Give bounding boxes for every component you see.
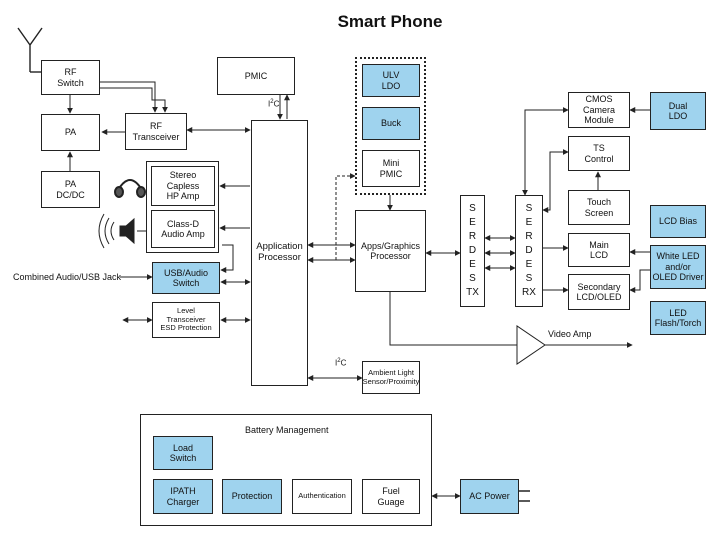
battery-management-label: Battery Management — [245, 425, 329, 435]
antenna-icon — [17, 27, 43, 72]
serdes-tx-char: E — [469, 259, 476, 270]
serdes-tx-char: E — [469, 217, 476, 228]
stereo-hp-amp-block: Stereo Capless HP Amp — [151, 166, 215, 206]
ipath-charger-block: IPATH Charger — [153, 479, 213, 514]
whiteled-secondary-wire — [629, 269, 650, 293]
touch-screen-block: Touch Screen — [568, 190, 630, 225]
serdesrx-ts-wire — [542, 149, 569, 213]
usb-audio-switch-block: USB/Audio Switch — [152, 262, 220, 294]
authentication-block: Authentication — [292, 479, 352, 514]
serdesrx-camera-wire — [522, 107, 569, 196]
mini-pmic-block: Mini PMIC — [362, 150, 420, 187]
fuel-gauge-block: Fuel Guage — [362, 479, 420, 514]
level-transceiver-block: Level Transceiver ESD Protection — [152, 302, 220, 338]
i2c-label-top: I2C — [268, 99, 280, 109]
combined-jack-label: Combined Audio/USB Jack — [13, 272, 122, 282]
serdes-tx-char: R — [468, 231, 477, 242]
power-group — [355, 57, 426, 195]
i2c-label-bottom: I2C — [335, 358, 347, 368]
serdes-rx-char: R — [525, 231, 533, 242]
led-flash-block: LED Flash/Torch — [650, 301, 706, 335]
apps-videoamp-wire — [389, 292, 517, 346]
pa-dcdc-block: PA DC/DC — [41, 171, 100, 208]
serdes-rx-char: E — [525, 259, 533, 270]
rfswitch-rftrans-wire — [100, 81, 158, 113]
ambient-light-block: Ambient Light Sensor/Proximity — [362, 361, 420, 394]
classd-usbswitch-wire — [220, 244, 234, 273]
application-processor-block: Application Processor — [251, 120, 308, 386]
buck-block: Buck — [362, 107, 420, 140]
serdes-tx-char: TX — [466, 287, 479, 298]
white-led-driver-block: White LED and/or OLED Driver — [650, 245, 706, 289]
pmic-block: PMIC — [217, 57, 295, 95]
dual-ldo-block: Dual LDO — [650, 92, 706, 130]
apps-graphics-processor-block: Apps/Graphics Processor — [355, 210, 426, 292]
video-amp-label: Video Amp — [548, 329, 592, 339]
serdes-rx-char: E — [525, 217, 533, 228]
ap-power-dashed-wire — [335, 173, 356, 260]
rf-transceiver-block: RF Transceiver — [125, 113, 187, 150]
secondary-lcd-block: Secondary LCD/OLED — [568, 274, 630, 310]
class-d-amp-block: Class-D Audio Amp — [151, 210, 215, 248]
video-amp-icon — [516, 325, 546, 365]
serdes-rx-block: S E R D E S RX — [515, 195, 543, 307]
lcd-bias-block: LCD Bias — [650, 205, 706, 238]
ac-power-block: AC Power — [460, 479, 519, 514]
rfswitch-rftrans-wire-2 — [100, 87, 168, 113]
ulv-ldo-block: ULV LDO — [362, 64, 420, 97]
serdes-tx-char: D — [468, 245, 477, 256]
headphone-icon — [114, 179, 146, 198]
serdes-rx-char: D — [525, 245, 533, 256]
ts-control-block: TS Control — [568, 136, 630, 171]
serdes-rx-char: S — [525, 273, 533, 284]
serdes-tx-block: S E R D E S TX — [460, 195, 485, 307]
page-title: Smart Phone — [337, 12, 443, 31]
ac-plug-icon — [519, 490, 530, 502]
serdes-rx-char: RX — [522, 287, 536, 298]
serdes-rx-char: S — [525, 203, 533, 214]
load-switch-block: Load Switch — [153, 436, 213, 470]
speaker-icon — [98, 213, 135, 249]
serdes-tx-char: S — [469, 203, 476, 214]
cmos-camera-block: CMOS Camera Module — [568, 92, 630, 128]
rf-switch-block: RF Switch — [41, 60, 100, 95]
main-lcd-block: Main LCD — [568, 233, 630, 267]
serdes-tx-char: S — [469, 273, 476, 284]
pa-block: PA — [41, 114, 100, 151]
protection-block: Protection — [222, 479, 282, 514]
